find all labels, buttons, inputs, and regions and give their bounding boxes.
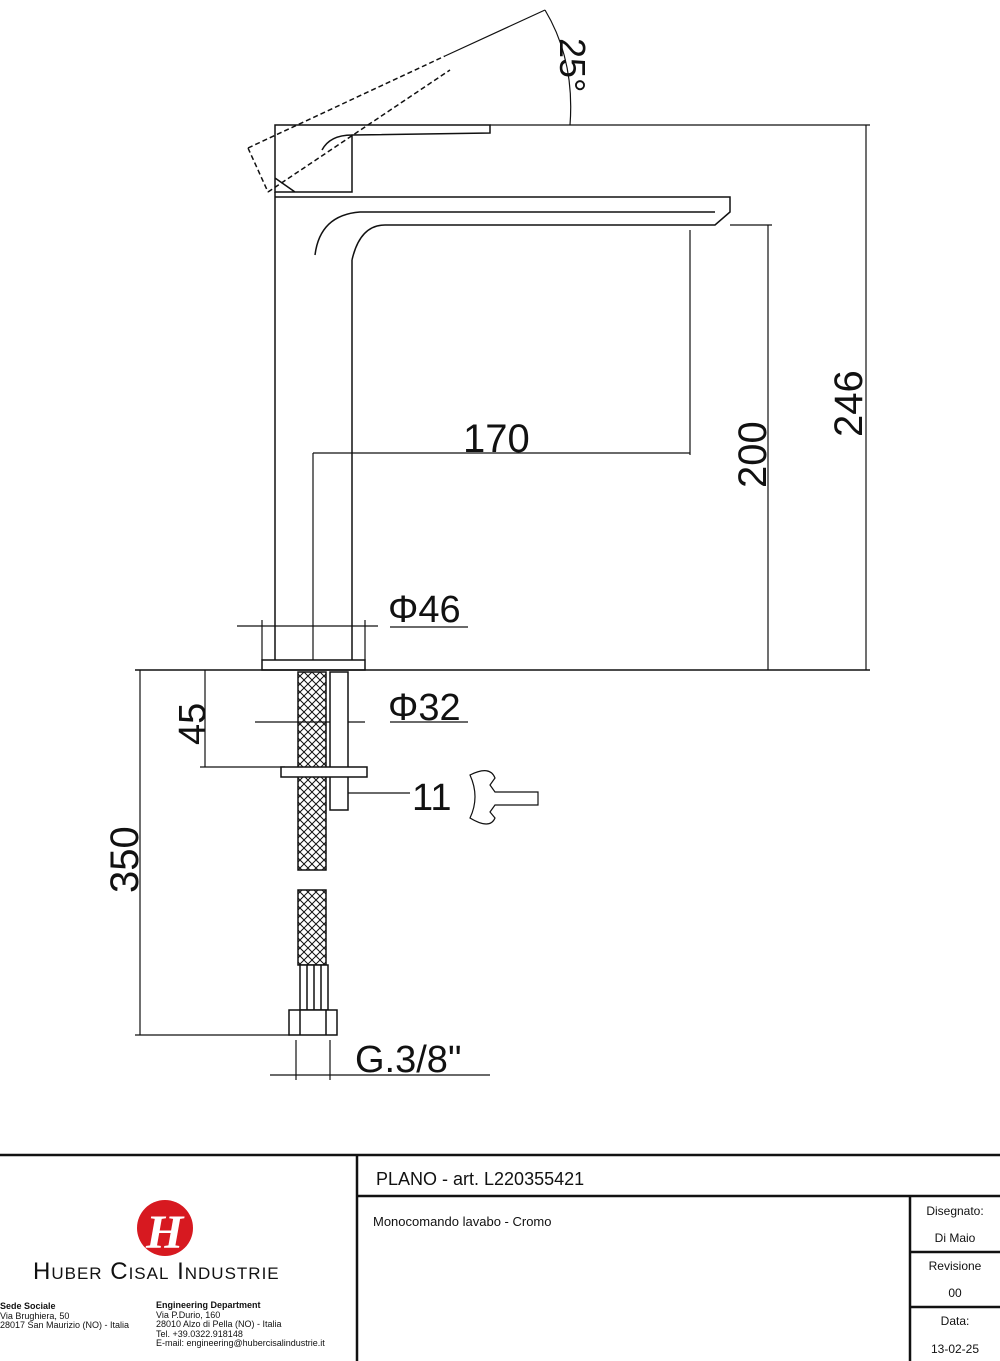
engineering-block: Engineering Department Via P.Durio, 160 … — [156, 1300, 325, 1349]
dim-246: 246 — [827, 370, 871, 437]
svg-text:H: H — [145, 1206, 185, 1259]
drawn-label: Disegnato: — [926, 1204, 984, 1218]
dim-170: 170 — [463, 417, 530, 461]
handle-open-dashed — [247, 55, 451, 193]
dimension-lines — [135, 124, 870, 1080]
dim-wrench-11: 11 — [412, 777, 451, 819]
sede-block: Sede Sociale Via Brughiera, 50 28017 San… — [0, 1301, 130, 1331]
eng-line: Tel. +39.0322.918148 — [156, 1328, 243, 1339]
fixing-plate — [280, 766, 368, 778]
hose-nut — [288, 1009, 338, 1036]
drawn-value: Di Maio — [934, 1231, 976, 1245]
date-value: 13-02-25 — [930, 1342, 980, 1356]
revision-label: Revisione — [928, 1259, 982, 1273]
dim-phi32: Φ32 — [388, 687, 461, 729]
sede-line: Via Brughiera, 50 — [0, 1310, 70, 1321]
product-description: Monocomando lavabo - Cromo — [373, 1214, 552, 1229]
product-title: PLANO - art. L220355421 — [376, 1169, 585, 1189]
base-flange — [261, 659, 366, 671]
eng-line: Via P.Durio, 160 — [156, 1309, 221, 1320]
wrench-icon — [469, 770, 539, 825]
sede-title: Sede Sociale — [0, 1301, 56, 1311]
dim-200: 200 — [731, 421, 775, 488]
handle — [274, 124, 491, 193]
dim-45: 45 — [172, 703, 214, 745]
company-name: Huber Cisal Industrie — [33, 1258, 280, 1285]
date-label: Data: — [940, 1314, 970, 1328]
dim-g38: G.3/8" — [355, 1039, 461, 1081]
eng-line: 28010 Alzo di Pella (NO) - Italia — [156, 1319, 282, 1329]
eng-title: Engineering Department — [156, 1300, 261, 1310]
company-logo: H — [137, 1200, 193, 1259]
hose-lower — [297, 889, 327, 966]
title-block-frame — [0, 1153, 1000, 1361]
eng-line: E-mail: engineering@hubercisalindustrie.… — [156, 1338, 325, 1348]
dim-350: 350 — [103, 826, 147, 893]
angle-label: 25° — [552, 38, 593, 92]
threaded-rod — [329, 671, 349, 811]
dim-phi46: Φ46 — [388, 589, 461, 631]
sede-line: 28017 San Maurizio (NO) - Italia — [0, 1320, 130, 1330]
revision-value: 00 — [948, 1286, 962, 1300]
faucet-body — [274, 192, 731, 660]
